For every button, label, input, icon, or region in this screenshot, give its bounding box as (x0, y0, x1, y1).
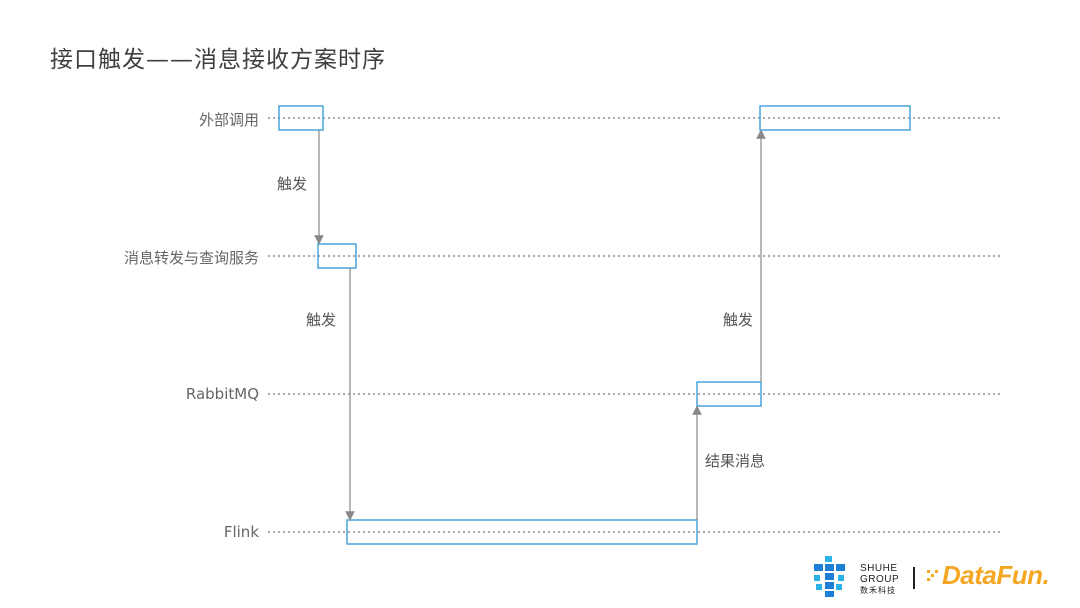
activation-forward (317, 243, 357, 269)
activation-external-end (759, 105, 911, 131)
shuhe-text-cn: 数禾科技 (860, 586, 896, 595)
shuhe-logo-text: SHUHE GROUP 数禾科技 (860, 563, 899, 596)
arrow-label-trigger-3: 触发 (723, 311, 754, 329)
arrow-label-trigger-2: 触发 (306, 311, 337, 329)
shuhe-text-line1: SHUHE (860, 563, 898, 574)
arrow-label-trigger-1: 触发 (277, 175, 308, 193)
shuhe-text-line2: GROUP (860, 574, 900, 585)
footer-logos: SHUHE GROUP 数禾科技 DataFun. (812, 556, 1067, 600)
arrow-label-result: 结果消息 (705, 452, 766, 470)
lane-label-forward: 消息转发与查询服务 (123, 249, 259, 267)
logo-divider (913, 567, 915, 589)
lane-label-flink: Flink (223, 523, 259, 541)
lane-label-rabbitmq: RabbitMQ (185, 385, 259, 403)
activation-rabbitmq (696, 381, 762, 407)
lane-label-external: 外部调用 (198, 111, 259, 129)
datafun-logo: DataFun. (942, 560, 1050, 590)
page-title: 接口触发——消息接收方案时序 (50, 47, 386, 73)
datafun-dots-icon (927, 570, 938, 581)
activation-flink (346, 519, 698, 545)
shuhe-logo-icon (814, 556, 845, 597)
activation-external-start (278, 105, 324, 131)
